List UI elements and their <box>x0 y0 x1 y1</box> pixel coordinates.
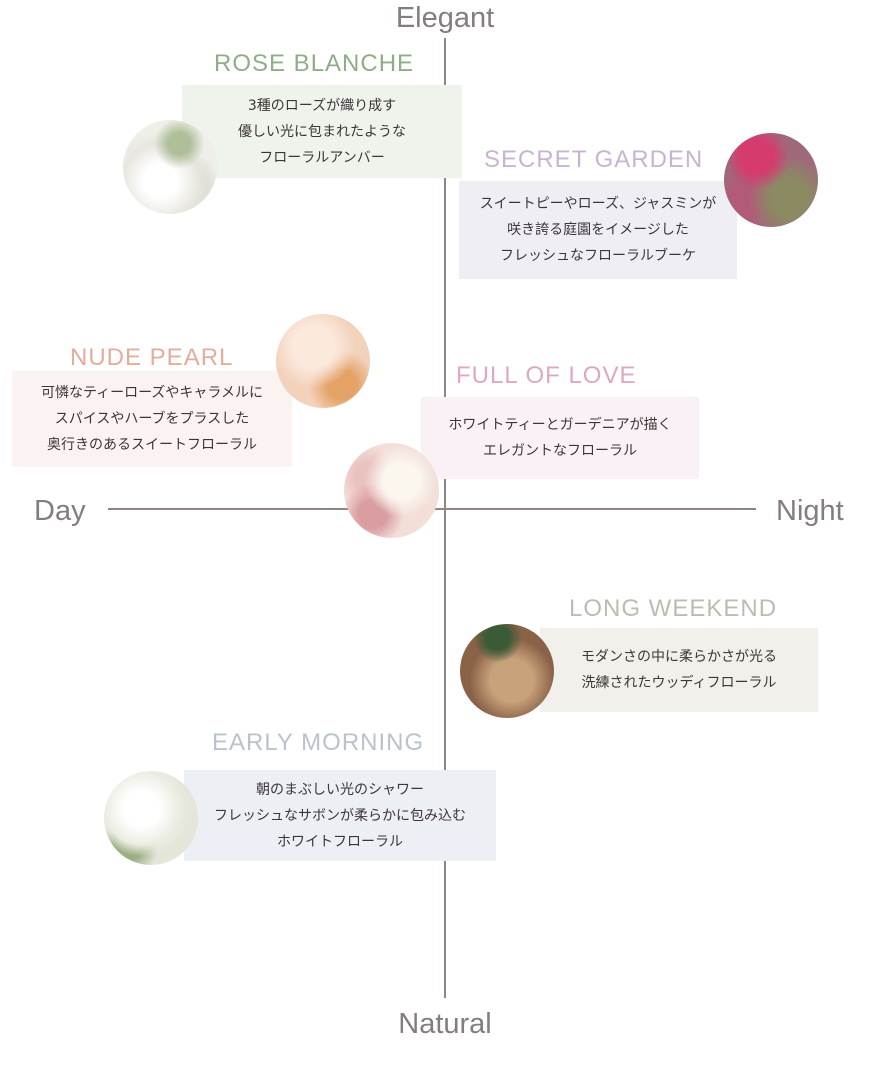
nude-pearl-title: NUDE PEARL <box>70 344 234 371</box>
secret-garden-line: スイートピーやローズ、ジャスミンが <box>479 196 717 212</box>
full-of-love-title: FULL OF LOVE <box>456 362 637 389</box>
nude-pearl-line: 可憐なティーローズやキャラメルに <box>40 385 264 401</box>
secret-garden-title: SECRET GARDEN <box>484 146 704 173</box>
vertical-axis <box>444 38 446 998</box>
full-of-love-line: エレガントなフローラル <box>483 443 637 459</box>
early-morning-line: 朝のまぶしい光のシャワー <box>256 781 424 798</box>
early-morning-title: EARLY MORNING <box>212 729 425 756</box>
axis-label-natural: Natural <box>398 1008 492 1040</box>
rose-blanche-title: ROSE BLANCHE <box>214 50 415 77</box>
rose-blanche-flower-image <box>123 120 217 214</box>
axis-label-night: Night <box>776 495 844 527</box>
early-morning-flower-image <box>104 771 198 865</box>
full-of-love-line: ホワイトティーとガーデニアが描く <box>448 417 672 433</box>
early-morning-line: ホワイトフローラル <box>277 833 403 850</box>
nude-pearl-line: スパイスやハーブをプラスした <box>54 411 250 427</box>
early-morning-box: 朝のまぶしい光のシャワー フレッシュなサボンが柔らかに包み込む ホワイトフローラ… <box>184 770 496 861</box>
long-weekend-box: モダンさの中に柔らかさが光る 洗練されたウッディフローラル <box>540 628 818 712</box>
long-weekend-line: モダンさの中に柔らかさが光る <box>581 649 777 665</box>
long-weekend-title: LONG WEEKEND <box>569 595 778 622</box>
nude-pearl-line: 奥行きのあるスイートフローラル <box>47 437 257 453</box>
full-of-love-box: ホワイトティーとガーデニアが描く エレガントなフローラル <box>421 397 699 479</box>
early-morning-line: フレッシュなサボンが柔らかに包み込む <box>214 807 466 824</box>
axis-label-day: Day <box>34 495 86 527</box>
long-weekend-flower-image <box>460 624 554 718</box>
long-weekend-line: 洗練されたウッディフローラル <box>581 675 777 691</box>
rose-blanche-box: 3種のローズが織り成す 優しい光に包まれたような フローラルアンバー <box>182 85 462 178</box>
rose-blanche-line: フローラルアンバー <box>259 149 385 166</box>
nude-pearl-box: 可憐なティーローズやキャラメルに スパイスやハーブをプラスした 奥行きのあるスイ… <box>12 371 292 467</box>
rose-blanche-line: 優しい光に包まれたような <box>238 123 406 140</box>
secret-garden-flower-image <box>724 133 818 227</box>
secret-garden-line: フレッシュなフローラルブーケ <box>500 248 696 264</box>
axis-label-elegant: Elegant <box>395 2 495 34</box>
secret-garden-box: スイートピーやローズ、ジャスミンが 咲き誇る庭園をイメージした フレッシュなフロ… <box>459 181 737 279</box>
rose-blanche-line: 3種のローズが織り成す <box>247 97 397 114</box>
secret-garden-line: 咲き誇る庭園をイメージした <box>507 222 689 238</box>
full-of-love-flower-image <box>344 443 439 538</box>
nude-pearl-flower-image <box>276 314 370 408</box>
